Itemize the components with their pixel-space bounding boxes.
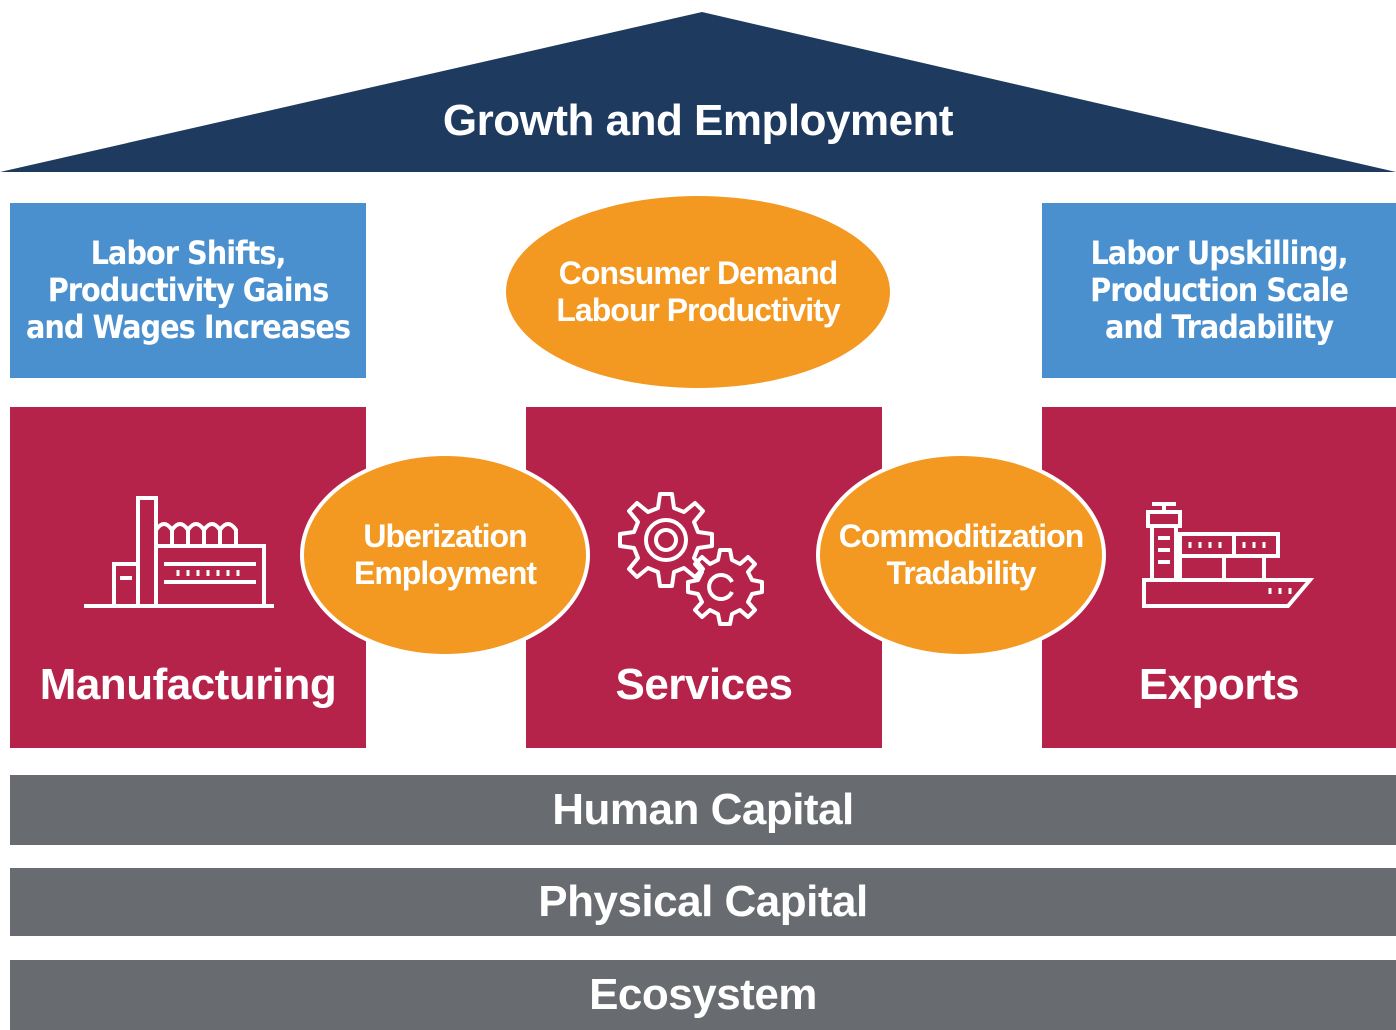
oval-left-line-2: Employment: [353, 555, 537, 591]
oval-top-line-1: Consumer Demand: [558, 255, 838, 291]
pillar-label-manufacturing: Manufacturing: [39, 660, 337, 709]
note-left-line-1: Labor Shifts,: [90, 234, 287, 272]
pillar-label-services: Services: [615, 660, 793, 709]
note-box-right: Labor Upskilling, Production Scale and T…: [1042, 203, 1396, 378]
oval-left-line-1: Uberization: [363, 518, 527, 554]
oval-uberization: Uberization Employment: [300, 452, 590, 658]
oval-right-line-1: Commoditization: [838, 518, 1085, 554]
foundation-human-capital: Human Capital: [10, 775, 1396, 845]
gears-icon: [610, 486, 770, 638]
cargo-ship-icon: [1138, 500, 1314, 610]
note-left-line-2: Productivity Gains: [47, 271, 330, 309]
pillar-label-exports: Exports: [1138, 660, 1300, 709]
factory-icon: [82, 492, 276, 610]
roof: [0, 12, 1396, 172]
oval-commoditization: Commoditization Tradability: [816, 452, 1106, 658]
oval-consumer-demand: Consumer Demand Labour Productivity: [502, 192, 894, 392]
note-right-line-3: and Tradability: [1104, 308, 1334, 346]
note-left-line-3: and Wages Increases: [25, 308, 351, 346]
roof-title: Growth and Employment: [442, 96, 954, 145]
note-box-left: Labor Shifts, Productivity Gains and Wag…: [10, 203, 366, 378]
note-right-line-2: Production Scale: [1090, 271, 1349, 309]
oval-top-line-2: Labour Productivity: [556, 292, 840, 328]
oval-right-line-2: Tradability: [886, 555, 1036, 591]
note-right-line-1: Labor Upskilling,: [1090, 234, 1348, 272]
foundation-ecosystem: Ecosystem: [10, 960, 1396, 1030]
foundation-physical-capital: Physical Capital: [10, 868, 1396, 936]
